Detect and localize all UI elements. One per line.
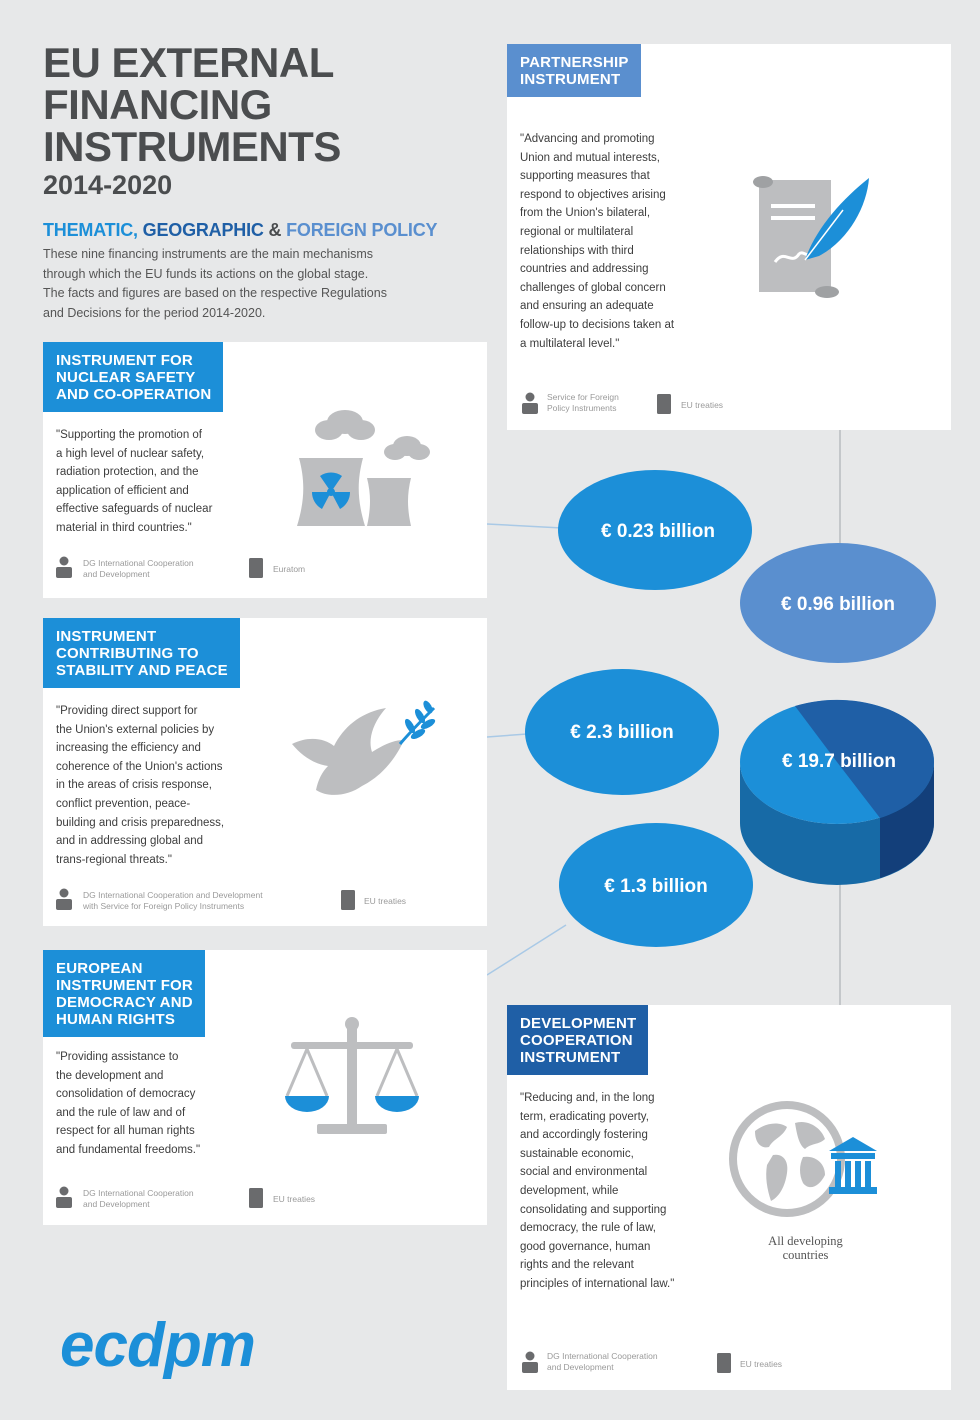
card-development: DEVELOPMENT COOPERATION INSTRUMENT "Redu…	[507, 1005, 951, 1390]
service-development: DG International Cooperation and Develop…	[547, 1351, 658, 1372]
nuclear-plant-icon	[297, 410, 430, 526]
book-icon	[249, 1188, 263, 1208]
amount-stability: € 2.3 billion	[570, 722, 673, 743]
tag-partnership: PARTNERSHIP INSTRUMENT	[507, 44, 641, 97]
quote-nuclear: "Supporting the promotion of a high leve…	[56, 429, 213, 534]
quote-partnership: "Advancing and promoting Union and mutua…	[520, 133, 675, 350]
person-icon	[522, 392, 538, 414]
book-icon	[249, 558, 263, 578]
tag-stability: INSTRUMENT CONTRIBUTING TO STABILITY AND…	[43, 618, 240, 688]
amount-nuclear: € 0.23 billion	[601, 521, 715, 542]
legal-stability: EU treaties	[364, 896, 407, 906]
contract-quill-icon	[753, 176, 869, 298]
card-partnership: PARTNERSHIP INSTRUMENT "Advancing and pr…	[507, 44, 951, 430]
ecdpm-logo: ecdpm	[60, 1311, 256, 1380]
intro-text: These nine financing instruments are the…	[43, 247, 387, 320]
amount-development: € 19.7 billion	[782, 751, 896, 772]
legal-nuclear: Euratom	[273, 564, 306, 574]
dove-icon	[292, 700, 436, 795]
book-icon	[657, 394, 671, 414]
card-democracy: EUROPEAN INSTRUMENT FOR DEMOCRACY AND HU…	[43, 950, 487, 1225]
book-icon	[717, 1353, 731, 1373]
legal-partnership: EU treaties	[681, 400, 724, 410]
amount-circle-stability	[525, 669, 719, 795]
service-democracy: DG International Cooperation and Develop…	[83, 1188, 194, 1209]
amount-partnership: € 0.96 billion	[781, 594, 895, 615]
card-stability: INSTRUMENT CONTRIBUTING TO STABILITY AND…	[43, 618, 487, 926]
tag-nuclear: INSTRUMENT FOR NUCLEAR SAFETY AND CO-OPE…	[43, 342, 224, 412]
quote-stability: "Providing direct support for the Union'…	[56, 705, 225, 866]
legal-democracy: EU treaties	[273, 1194, 316, 1204]
amount-circle-partnership	[740, 543, 936, 663]
connector-stability	[486, 733, 528, 738]
connector-nuclear	[486, 523, 563, 529]
tag-development: DEVELOPMENT COOPERATION INSTRUMENT	[507, 1005, 649, 1075]
amount-circle-nuclear	[558, 470, 752, 590]
tag-democracy: EUROPEAN INSTRUMENT FOR DEMOCRACY AND HU…	[43, 950, 205, 1037]
legal-development: EU treaties	[740, 1359, 783, 1369]
subtitle-geographic: GEOGRAPHIC	[142, 220, 264, 240]
period-years: 2014-2020	[43, 170, 173, 200]
amount-democracy: € 1.3 billion	[604, 876, 707, 897]
quote-development: "Reducing and, in the long term, eradica…	[520, 1092, 675, 1290]
page-title: EU EXTERNAL FINANCING INSTRUMENTS	[43, 39, 341, 170]
book-icon	[341, 890, 355, 910]
subtitle-amp: &	[268, 220, 282, 240]
development-scope-caption: All developing countries	[768, 1234, 843, 1262]
subtitle: THEMATIC, GEOGRAPHIC & FOREIGN POLICY	[43, 220, 438, 241]
subtitle-foreign: FOREIGN POLICY	[286, 220, 438, 240]
card-nuclear: INSTRUMENT FOR NUCLEAR SAFETY AND CO-OPE…	[43, 342, 487, 598]
globe-institution-icon	[729, 1101, 877, 1217]
subtitle-thematic: THEMATIC,	[43, 220, 138, 240]
quote-democracy: "Providing assistance to the development…	[56, 1051, 201, 1156]
connector-democracy	[486, 924, 567, 976]
scales-icon	[285, 1017, 419, 1134]
amount-circle-democracy	[559, 823, 753, 947]
amount-pie-development	[740, 699, 935, 885]
service-nuclear: DG International Cooperation and Develop…	[83, 558, 194, 579]
person-icon	[522, 1351, 538, 1373]
service-partnership: Service for Foreign Policy Instruments	[547, 392, 619, 413]
person-icon	[56, 556, 72, 578]
person-icon	[56, 1186, 72, 1208]
person-icon	[56, 888, 72, 910]
service-stability: DG International Cooperation and Develop…	[83, 890, 263, 911]
